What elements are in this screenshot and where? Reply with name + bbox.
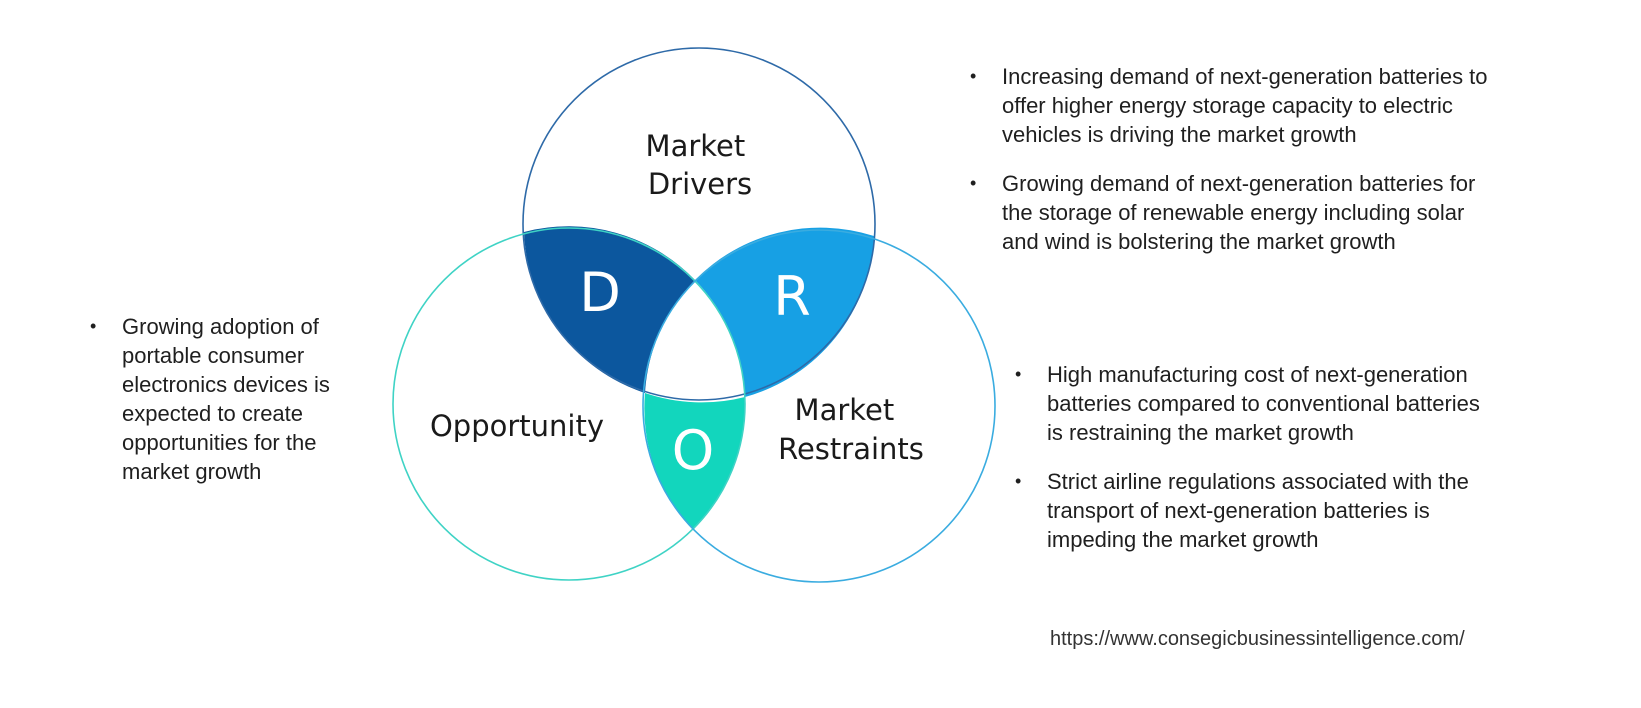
market-drivers-circle (522, 47, 876, 401)
letter-o: O (672, 419, 715, 482)
source-url[interactable]: https://www.consegicbusinessintelligence… (1050, 628, 1465, 650)
list-item: High manufacturing cost of next-generati… (1015, 360, 1495, 447)
opportunity-list: Growing adoption of portable consumer el… (90, 312, 380, 506)
opportunity-circle (392, 227, 746, 581)
list-item: Increasing demand of next-generation bat… (970, 62, 1490, 149)
letter-d: D (579, 261, 621, 324)
opportunity-label: Opportunity (430, 409, 604, 443)
drivers-restraints-overlap (695, 227, 874, 397)
letter-r: R (773, 265, 811, 328)
list-item: Growing adoption of portable consumer el… (90, 312, 380, 486)
list-item: Strict airline regulations associated wi… (1015, 467, 1495, 554)
list-item: Growing demand of next-generation batter… (970, 169, 1490, 256)
market-restraints-label: Market Restraints (778, 393, 924, 466)
opportunity-restraints-overlap (644, 393, 746, 530)
market-drivers-label: Market Drivers (646, 129, 755, 201)
market-restraints-list: High manufacturing cost of next-generati… (1015, 360, 1495, 574)
market-restraints-circle (642, 229, 996, 583)
market-drivers-list: Increasing demand of next-generation bat… (970, 62, 1490, 276)
